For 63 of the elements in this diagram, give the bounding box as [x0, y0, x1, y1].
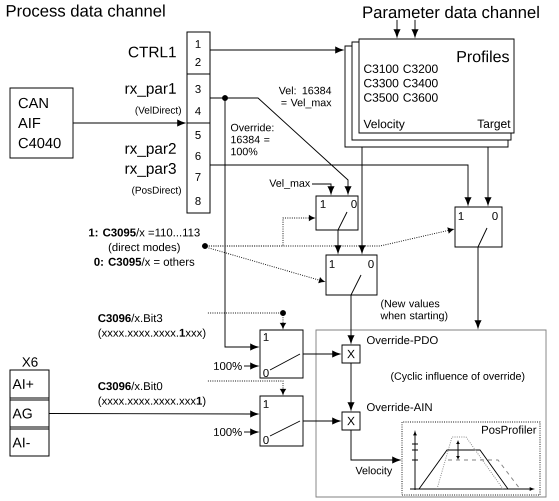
arrow — [303, 350, 340, 358]
multiplier-box: X — [342, 344, 360, 364]
arrow — [244, 428, 258, 436]
signal-name: rx_par2 — [126, 143, 176, 157]
node-label: 6 — [195, 152, 201, 160]
arrow — [202, 228, 454, 246]
arrow — [412, 19, 418, 38]
arrow — [484, 147, 492, 206]
signal-name: CTRL1 — [128, 46, 176, 58]
signal-name: Override-PDO — [367, 336, 438, 344]
arrow — [202, 246, 325, 284]
arrow — [350, 430, 400, 464]
input-value: 100% — [214, 362, 242, 370]
terminal: AI- — [10, 428, 50, 456]
parameter-note: C3096/x.Bit3 (xxxx.xxxx.xxxx.1xxx) — [98, 314, 206, 340]
parameter-note: C3096/x.Bit0 (xxxx.xxxx.xxxx.xxx1) — [98, 382, 206, 408]
arrow — [312, 184, 334, 194]
arrow — [474, 247, 482, 328]
node-label: 7 — [195, 173, 201, 181]
arrow — [348, 295, 354, 344]
column-segment: 3 4 — [186, 74, 210, 124]
arrow — [244, 362, 258, 370]
node-label: X6 — [22, 357, 38, 367]
input-value: 100% — [214, 428, 242, 436]
arrow — [394, 19, 400, 38]
edge-label: Override: 16384 = 100% — [230, 123, 274, 156]
input-value: Vel_max — [269, 179, 310, 189]
edge-label: (New values when starting) — [380, 299, 448, 322]
multiplier-box: X — [342, 412, 360, 430]
arrow — [207, 312, 286, 329]
arrow — [358, 147, 366, 254]
switch-box: 1 0 — [454, 206, 502, 248]
signal-name: (VelDirect) — [136, 106, 181, 116]
parameter-note: 1: C3095/x =110...113 (direct modes) 0: C3095/x = others — [89, 228, 200, 266]
arrow — [303, 418, 340, 424]
column-segment: 1 2 — [186, 32, 210, 74]
arrow — [49, 410, 258, 418]
signal-name: rx_par1 — [126, 83, 176, 97]
node-label: 5 — [195, 131, 201, 139]
edge-label: Velocity — [356, 466, 392, 476]
switch-box: 1 0 — [316, 196, 358, 230]
source-box: CAN AIF C4040 — [10, 88, 74, 158]
arrow — [73, 120, 186, 126]
edge-label: Vel: 16384 = Vel_max — [278, 86, 332, 108]
arrow — [207, 380, 286, 395]
switch-box: 1 0 — [260, 330, 304, 378]
terminal: AG — [10, 400, 50, 428]
heading: Process data channel — [6, 4, 165, 17]
profiles-stack: Profiles C3100 C3200 C3300 C3400 C3500 C3600 Velocity Target — [344, 38, 514, 148]
signal-name: rx_par3 — [126, 163, 176, 177]
switch-box: 1 0 — [326, 254, 378, 296]
profiler-box: PosProfiler — [402, 422, 540, 496]
switch-box: 1 0 — [260, 396, 304, 446]
signal-name: (PosDirect) — [132, 186, 181, 196]
node-label: 8 — [195, 197, 201, 206]
arrow — [334, 230, 342, 254]
heading: Parameter data channel — [363, 6, 539, 18]
terminal: AI+ — [10, 370, 50, 398]
arrow — [210, 46, 344, 54]
signal-name: Override-AIN — [367, 402, 432, 412]
arrow — [210, 164, 472, 206]
arrow — [348, 363, 354, 410]
column-segment: 5 6 7 8 — [186, 122, 210, 214]
